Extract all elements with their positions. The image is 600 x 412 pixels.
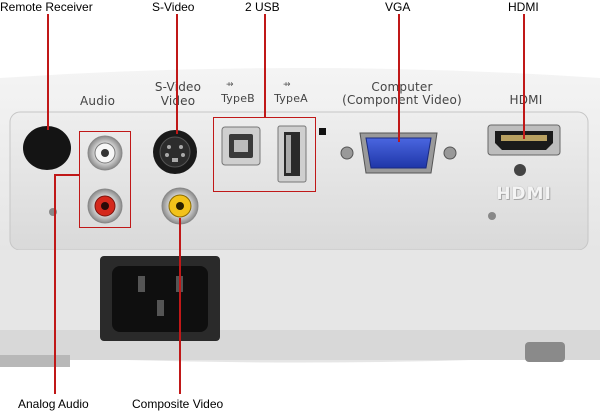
callout-analog-audio: Analog Audio: [18, 397, 89, 411]
hdmi-leader: [523, 14, 525, 139]
usb-leader: [264, 14, 266, 117]
composite-video-leader: [179, 218, 181, 394]
panel-label-typea: TypeA: [274, 92, 308, 105]
callout-remote-receiver: Remote Receiver: [0, 0, 93, 14]
panel-label-hdmi: HDMI: [509, 93, 543, 107]
callout-hdmi: HDMI: [508, 0, 539, 14]
usb-symbol-icon: ⇸: [283, 80, 291, 90]
callout-usb: 2 USB: [245, 0, 280, 14]
remote-receiver-leader: [47, 14, 49, 130]
panel-label-video: Video: [160, 94, 196, 108]
vga-leader: [398, 14, 400, 142]
analog-audio-leader: [54, 174, 56, 394]
remote-receiver-window: [23, 126, 71, 170]
analog-audio-leader-branch: [54, 174, 79, 176]
callout-composite-video: Composite Video: [132, 397, 224, 411]
callout-vga: VGA: [385, 0, 411, 14]
callout-s-video: S-Video: [152, 0, 195, 14]
hdmi-logo: HDMI: [496, 184, 552, 204]
panel-label-component-video: (Component Video): [342, 93, 462, 107]
panel-label-typeb: TypeB: [221, 92, 255, 105]
panel-label-svideo: S-Video: [154, 80, 202, 94]
panel-label-computer: Computer: [371, 80, 433, 94]
usb-symbol-icon: ⇸: [226, 80, 234, 90]
s-video-leader: [176, 14, 178, 134]
panel-label-audio: Audio: [80, 94, 116, 108]
usb-highlight: [213, 117, 316, 192]
analog-audio-highlight: [79, 131, 131, 228]
